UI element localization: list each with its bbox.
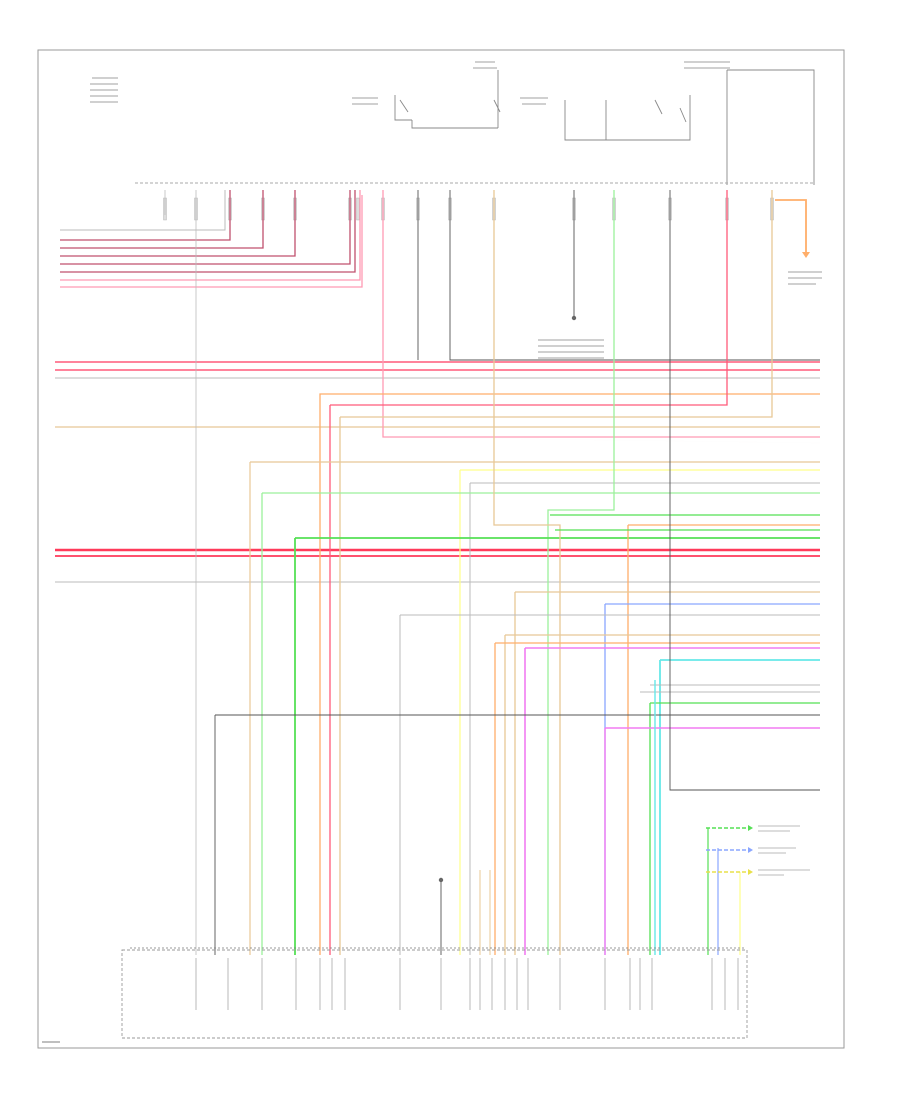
wire-left-4 xyxy=(60,190,296,257)
wire-h-black-1 xyxy=(449,190,820,361)
wire-red-r2 xyxy=(330,190,728,406)
module-pin-labels xyxy=(195,958,739,1010)
fuse-connector-stub xyxy=(356,197,360,221)
wire-black-lr12 xyxy=(669,190,820,791)
relay-switches xyxy=(394,69,815,185)
wire-tan-r3 xyxy=(340,190,773,418)
wire-left-8 xyxy=(60,195,363,288)
fuse-connectors xyxy=(163,197,774,221)
wire-left-5 xyxy=(60,190,351,265)
top-labels xyxy=(90,61,822,359)
bottom-module xyxy=(121,947,748,1039)
ground-symbol xyxy=(438,315,577,883)
wires xyxy=(55,190,821,955)
wire-tan-mid xyxy=(493,190,561,955)
wire-left-3 xyxy=(60,190,264,249)
wire-left-1 xyxy=(60,190,226,231)
diagram-frame xyxy=(37,49,845,1049)
legend xyxy=(706,825,810,876)
orange-connector xyxy=(775,199,810,258)
wire-left-7 xyxy=(60,190,361,281)
wire-green-1 xyxy=(547,190,615,955)
wire-pink-drop-1 xyxy=(382,190,820,438)
wire-left-6 xyxy=(60,190,356,273)
wire-left-2 xyxy=(60,190,231,241)
wire-darkred-1 xyxy=(383,436,821,444)
wire-orange-r1 xyxy=(319,393,820,955)
